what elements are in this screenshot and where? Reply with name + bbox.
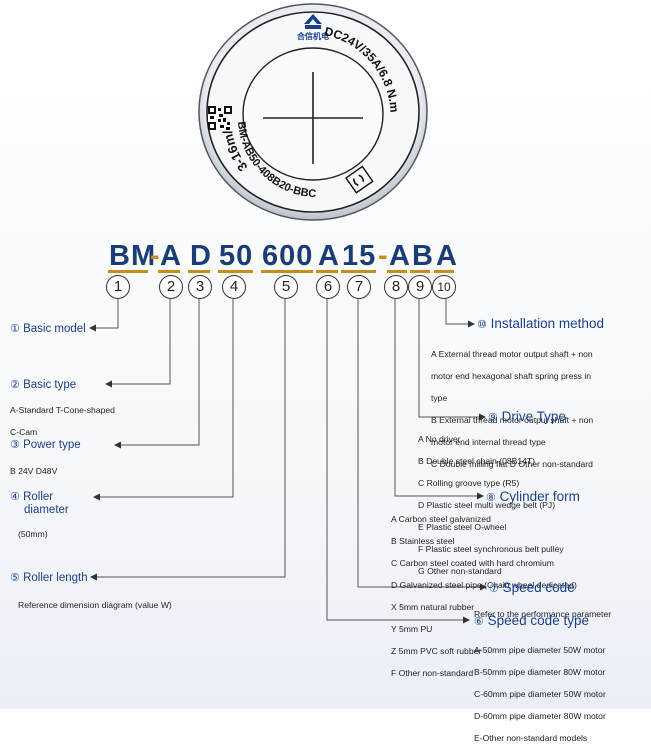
code-speed-code-type: A (318, 240, 340, 272)
underline-6 (316, 270, 338, 273)
cylinder-form-option: X 5mm natural rubber (391, 602, 475, 612)
speed-code-type-options: A-50mm pipe diameter 50W motor B-50mm pi… (474, 634, 606, 755)
section-title-basic-type: ② Basic type (10, 379, 77, 391)
underline-4 (218, 270, 253, 273)
underline-5 (261, 270, 313, 273)
drive-type-option: E Plastic steel O-wheel (418, 522, 507, 532)
connector-5 (90, 299, 286, 581)
motor-endcap: 合信机电 3-16m/min DC24V/35A/6.8 N.m BM-AB50… (198, 3, 428, 221)
code-basic-model: BM (109, 240, 157, 272)
code-roller-length: 600 (262, 240, 314, 272)
code-installation-method: A (436, 240, 458, 272)
connector-4 (93, 299, 234, 501)
position-marker-5: 5 (274, 275, 298, 299)
code-roller-diameter: 50 (219, 240, 254, 272)
connector-10 (445, 299, 475, 328)
cylinder-form-option: Z 5mm PVC soft rubber (391, 646, 482, 656)
code-dash-1: - (150, 240, 161, 272)
drive-type-option: C Rolling groove type (R5) (418, 478, 520, 488)
cylinder-form-option: A Carbon steel galvanized (391, 514, 491, 524)
section-title-basic-model: ① Basic model (10, 323, 86, 335)
connector-6 (326, 299, 470, 624)
position-marker-6: 6 (316, 275, 340, 299)
basic-type-options: A-Standard T-Cone-shaped C-Cam (10, 394, 115, 449)
roller-length-option: Reference dimension diagram (value W) (18, 600, 172, 610)
cylinder-form-option: D Galvanized steel pipe (Chain wheel ded… (391, 580, 577, 590)
speed-code-type-option: B-50mm pipe diameter 80W motor (474, 667, 606, 677)
position-marker-10: 10 (432, 275, 456, 299)
section-title-roller-length: ⑤ Roller length (10, 572, 88, 584)
installation-option-line: C Double milling flat D Other non-standa… (431, 459, 593, 469)
speed-code-type-option: E-Other non-standard models (474, 733, 588, 743)
code-cylinder-form: A (389, 240, 411, 272)
cylinder-form-option: F Other non-standard (391, 668, 474, 678)
cylinder-form-option: B Stainless steel (391, 536, 455, 546)
drive-type-option: A No driver (418, 434, 461, 444)
connector-3 (114, 299, 200, 449)
installation-option-line: motor end hexagonal shaft spring press i… (431, 371, 592, 381)
installation-option-line: motor end internal thread type (431, 437, 546, 447)
position-marker-3: 3 (188, 275, 212, 299)
underline-10 (434, 270, 454, 273)
power-type-option: B 24V D48V (10, 466, 58, 476)
qr-code-icon (208, 106, 232, 130)
roller-length-note: Reference dimension diagram (value W) (18, 589, 172, 622)
connector-1 (89, 299, 119, 332)
speed-code-type-option: C-60mm pipe diameter 50W motor (474, 689, 606, 699)
certification-mark-icon (345, 165, 374, 194)
drive-type-option: G Other non-standard (418, 566, 502, 576)
code-power-type: D (190, 240, 212, 272)
section-title-installation-method: ⑩ Installation method (477, 316, 604, 331)
installation-option-line: A External thread motor output shaft + n… (431, 349, 593, 359)
installation-option-line: type (431, 393, 448, 403)
drive-type-option: D Plastic steel multi wedge belt (PJ) (418, 500, 556, 510)
installation-option-line: B External thread motor output shaft + n… (431, 415, 594, 425)
code-basic-type: A (160, 240, 182, 272)
position-marker-9: 9 (408, 275, 432, 299)
basic-type-option: C-Cam (10, 427, 38, 437)
underline-7 (341, 270, 376, 273)
code-dash-2: - (378, 240, 389, 272)
cylinder-form-option: C Carbon steel coated with hard chromium (391, 558, 554, 568)
speed-code-option: Refer to the performance parameter (474, 609, 612, 619)
speed-code-type-option: D-60mm pipe diameter 80W motor (474, 711, 606, 721)
connector-9 (418, 299, 486, 421)
power-type-options: B 24V D48V (10, 455, 57, 488)
brand-name: 合信机电 (296, 31, 329, 41)
position-marker-1: 1 (106, 275, 130, 299)
drive-type-option: B Double steel chain (08B14T) (418, 456, 536, 466)
connector-lines (89, 299, 487, 624)
underline-9 (410, 270, 430, 273)
speed-code-note: Refer to the performance parameter (474, 598, 611, 631)
position-marker-2: 2 (159, 275, 183, 299)
section-title-cylinder-form: ⑧ Cylinder form (486, 489, 580, 504)
drive-type-options: A No driver B Double steel chain (08B14T… (418, 423, 564, 588)
code-drive-type: B (412, 240, 434, 272)
connector-8 (394, 299, 484, 500)
basic-type-option: A-Standard T-Cone-shaped (10, 405, 115, 415)
section-title-speed-code: ⑦ Speed code (489, 580, 575, 595)
underline-2 (158, 270, 180, 273)
section-title-drive-type: ⑨ Drive Type (488, 409, 566, 424)
position-marker-4: 4 (222, 275, 246, 299)
drive-type-option: F Plastic steel synchronous belt pulley (418, 544, 564, 554)
section-title-roller-diameter: ④ Roller diameter (10, 491, 69, 516)
code-speed-code: 15 (342, 240, 377, 272)
cylinder-form-option: Y 5mm PU (391, 624, 433, 634)
installation-method-options: A External thread motor output shaft + n… (431, 338, 593, 481)
underline-1 (108, 270, 148, 273)
roller-diameter-value: (50mm) (18, 518, 48, 551)
position-marker-8: 8 (384, 275, 408, 299)
underline-8 (387, 270, 407, 273)
section-title-speed-code-type: ⑥ Speed code type (474, 613, 589, 628)
connector-2 (105, 299, 171, 388)
roller-diameter-option: (50mm) (18, 529, 48, 539)
cylinder-form-options: A Carbon steel galvanized B Stainless st… (391, 503, 577, 690)
speed-code-type-option: A-50mm pipe diameter 50W motor (474, 645, 606, 655)
underline-3 (188, 270, 210, 273)
position-marker-7: 7 (347, 275, 371, 299)
section-title-power-type: ③ Power type (10, 439, 81, 451)
brand-logo-icon (304, 14, 322, 29)
connector-7 (357, 299, 487, 591)
